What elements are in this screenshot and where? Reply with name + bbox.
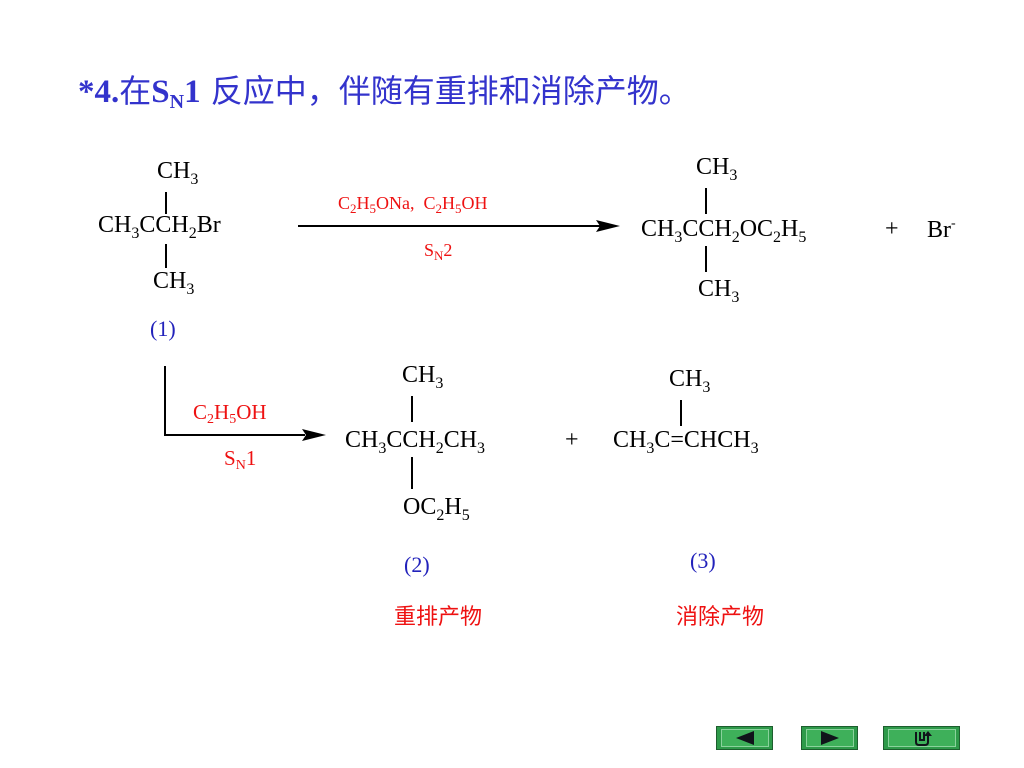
prev-slide-button[interactable] [716,726,773,750]
sn2-product-bond-top [705,188,707,214]
product3-formula: CH3C=CHCH3 [613,427,759,457]
reactant-bond-bottom [165,244,167,268]
product3-bond-top [680,400,682,426]
sn1-condition: SN1 [224,446,257,473]
sn2-reagents: C2H5ONa, C2H5OH [338,193,488,216]
title-text-1: 在 [119,72,152,110]
title-n: N [169,91,185,113]
triangle-left-icon [735,731,754,745]
title-prefix: *4. [78,74,120,110]
title-text-2: 反应中，伴随有重排和消除产物。 [200,72,691,110]
return-arrow-icon [914,731,932,746]
sn2-product-bond-bottom [705,246,707,272]
next-button-face [805,729,854,747]
return-button[interactable] [883,726,960,750]
triangle-right-icon [820,731,839,745]
title-s: S [151,74,170,110]
product2-label: (2) [404,552,430,577]
sn2-product-formula: CH3CCH2OC2H5 [641,216,807,246]
product2-bond-top [411,396,413,422]
product3-description: 消除产物 [676,605,765,630]
reactant-label: (1) [150,316,176,341]
product2-formula: CH3CCH2CH3 [345,427,486,457]
product2-description: 重排产物 [394,605,483,630]
sn1-arrow-head [302,429,326,441]
product2-bond-bottom [411,457,413,489]
sn2-condition: SN2 [424,240,453,263]
prev-button-face [720,729,769,747]
next-slide-button[interactable] [801,726,858,750]
plus-sign: + [565,427,579,453]
product2-ethoxy: OC2H5 [403,494,470,524]
title-one: 1 [184,74,201,110]
reactant-ch3-top: CH3 [157,158,199,188]
reactant-bond-top [165,192,167,214]
product2-ch3-top: CH3 [402,362,444,392]
sn2-arrow-head [596,220,620,232]
slide-title: *4.在SN1 反应中，伴随有重排和消除产物。 [78,66,691,114]
sn2-product-ch3-top: CH3 [696,154,738,184]
reactant-formula: CH3CCH2Br [98,212,221,242]
product3-label: (3) [690,548,716,573]
sn2-product-ch3-bottom: CH3 [698,276,740,306]
return-button-face [887,729,956,747]
reactant-ch3-bottom: CH3 [153,268,195,298]
sn2-plus: + [885,216,899,242]
bromide-ion: Br- [927,216,956,243]
product3-ch3-top: CH3 [669,366,711,396]
sn1-reagent: C2H5OH [193,400,267,427]
